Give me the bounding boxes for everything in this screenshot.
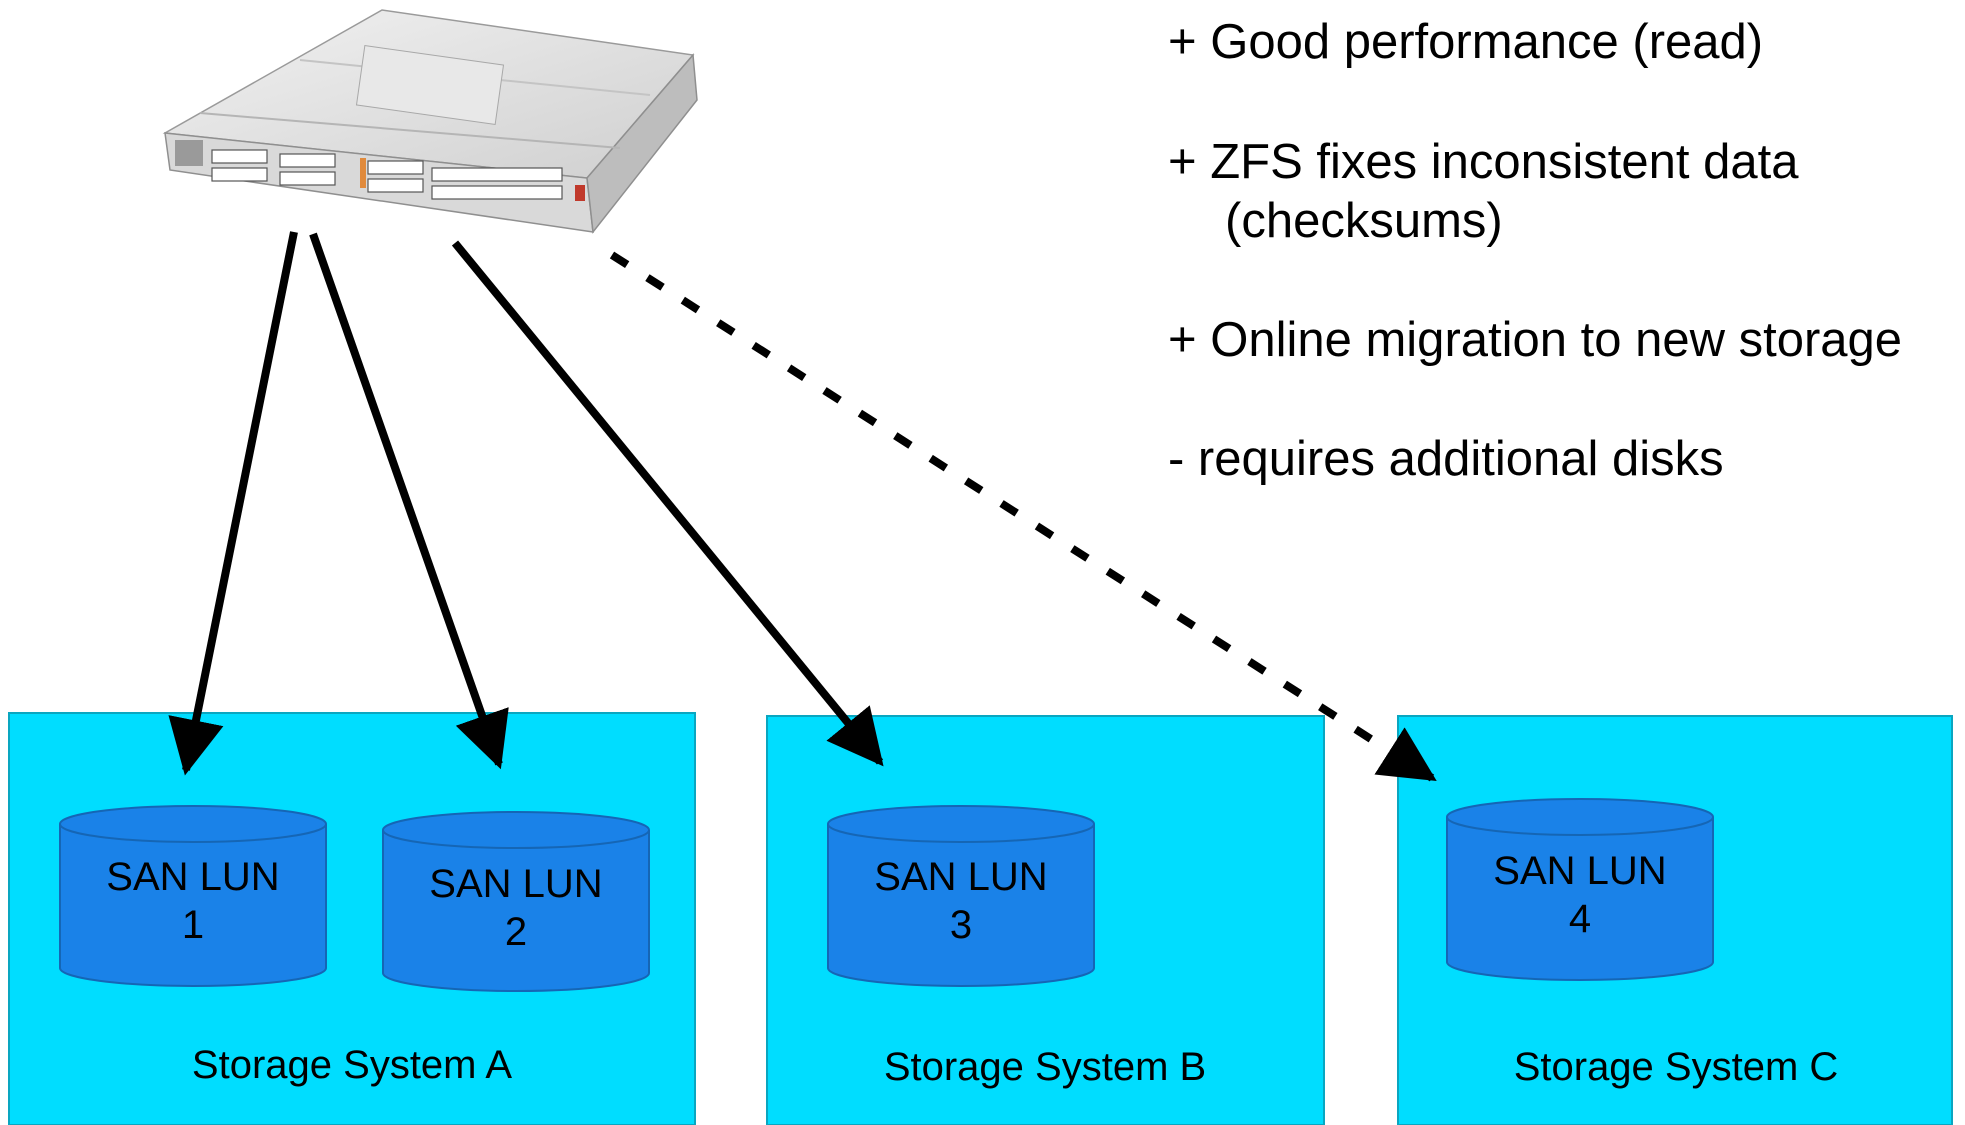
note-text: + ZFS fixes inconsistent data — [1168, 135, 1799, 189]
connection-arrow-lun2 — [309, 232, 509, 770]
note-text: + Good performance (read) — [1168, 15, 1764, 69]
note-additional-disks: - requires additional disks — [1168, 435, 1724, 484]
note-good-performance: + Good performance (read) — [1168, 18, 1763, 67]
note-online-migration: + Online migration to new storage — [1168, 316, 1902, 365]
lun-name: SAN LUN — [106, 855, 279, 899]
lun-number: 1 — [182, 903, 204, 947]
storage-system-label: Storage System B — [884, 1045, 1206, 1089]
note-text: - requires additional disks — [1168, 432, 1724, 486]
lun-name: SAN LUN — [1493, 849, 1666, 893]
note-zfs-fixes: + ZFS fixes inconsistent data (checksums… — [1168, 138, 1799, 246]
connection-arrow-lun1 — [168, 231, 298, 776]
lun-name: SAN LUN — [429, 862, 602, 906]
lun-cylinder-3: SAN LUN 3 — [827, 805, 1095, 987]
lun-number: 4 — [1569, 897, 1591, 941]
lun-number: 2 — [505, 910, 527, 954]
lun-cylinder-4: SAN LUN 4 — [1446, 798, 1714, 981]
connection-arrow-lun4-dashed — [609, 251, 1437, 782]
lun-cylinder-2: SAN LUN 2 — [382, 811, 650, 992]
connection-arrow-lun3 — [451, 240, 884, 767]
rack-server-icon — [162, 9, 698, 234]
note-continuation: (checksums) — [1225, 194, 1503, 248]
storage-system-label: Storage System A — [192, 1043, 512, 1087]
lun-number: 3 — [950, 903, 972, 947]
note-text: + Online migration to new storage — [1168, 313, 1903, 367]
lun-name: SAN LUN — [874, 855, 1047, 899]
lun-cylinder-1: SAN LUN 1 — [59, 805, 327, 987]
storage-system-label: Storage System C — [1514, 1045, 1839, 1089]
